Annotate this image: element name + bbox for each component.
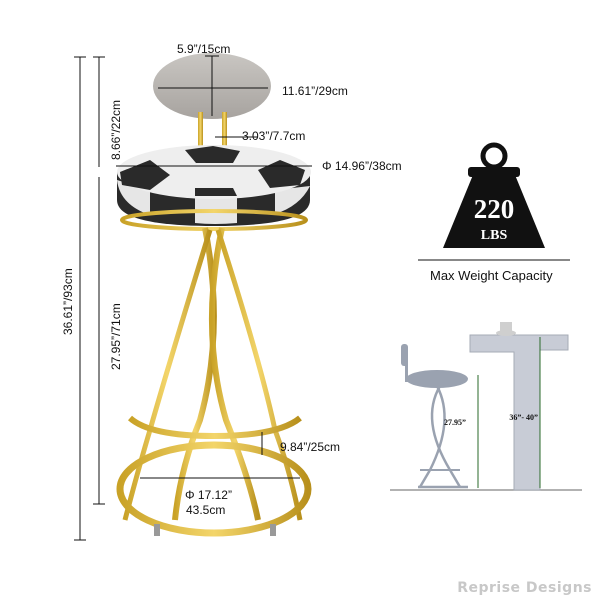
seat-diameter-label: Φ 14.96”/38cm — [322, 159, 402, 173]
backrest-height-label: 8.66”/22cm — [109, 100, 123, 160]
weight-caption: Max Weight Capacity — [430, 268, 553, 283]
watermark: Reprise Designs — [457, 580, 592, 596]
total-height-label: 36.61”/93cm — [61, 268, 75, 335]
base-diameter-label-2: 43.5cm — [186, 503, 225, 517]
back-gap-label: 3.03”/7.7cm — [242, 129, 305, 143]
counter-diagram — [390, 322, 582, 491]
stool-illustration — [116, 53, 312, 537]
weight-badge — [443, 142, 545, 248]
footrest-height-label: 9.84”/25cm — [280, 440, 340, 454]
back-support — [198, 112, 203, 152]
base-diameter-label-1: Φ 17.12” — [185, 488, 232, 502]
seat-height-small: 27.95” — [444, 418, 466, 427]
counter-height-small: 36”- 40” — [509, 413, 538, 422]
seat-height-label: 27.95”/71cm — [109, 303, 123, 370]
backrest-diag-label: 11.61”/29cm — [282, 84, 348, 98]
weight-unit: LBS — [481, 228, 508, 243]
weight-value: 220 — [474, 194, 515, 224]
legs — [172, 227, 217, 521]
backrest-width-label: 5.9”/15cm — [177, 42, 230, 56]
dimension-lines — [74, 55, 312, 541]
base-ring — [116, 441, 312, 537]
footrest — [127, 415, 302, 440]
